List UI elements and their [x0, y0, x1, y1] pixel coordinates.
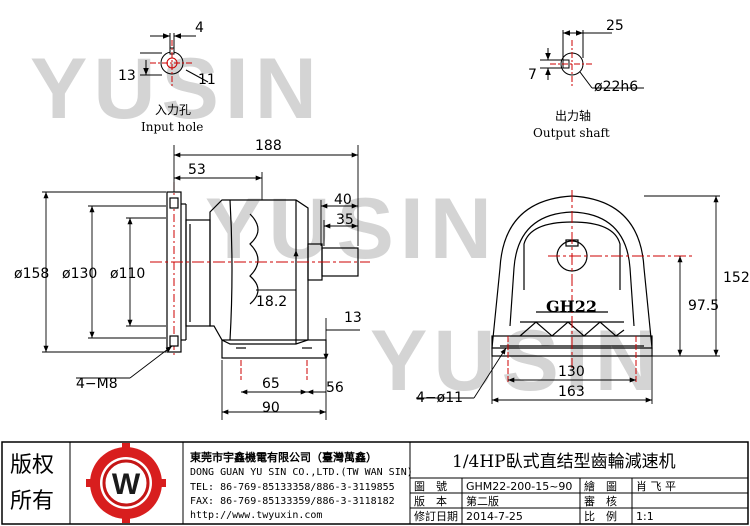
output-shaft-detail: [540, 30, 644, 89]
dim-dia-158: ø158: [14, 266, 49, 282]
row3-val2: 1:1: [636, 510, 654, 523]
row3-val1: 2014-7-25: [466, 510, 523, 523]
dim-13: 13: [344, 310, 362, 326]
dim-height-152: 152: [723, 270, 750, 286]
output-shaft-dim-left: 7: [528, 67, 537, 83]
watermark-top: YUSIN: [30, 41, 323, 137]
front-view-dimensions: [416, 195, 720, 404]
output-shaft-dim-dia: ø22h6: [594, 79, 638, 95]
company-tel: TEL: 86-769-85133358/886-3-3119855: [190, 482, 395, 493]
row3-key1: 修訂日期: [414, 509, 458, 523]
row2-val1: 第二版: [466, 494, 499, 508]
dim-dia-130: ø130: [62, 266, 97, 282]
input-hole-dim-left: 13: [118, 68, 136, 84]
company-web: http://www.twyuxin.com: [190, 510, 322, 521]
hole-note: 4−ø11: [416, 390, 463, 406]
watermark-middle: YUSIN: [205, 181, 498, 277]
row3-key2: 比 例: [584, 509, 617, 523]
dim-56: 56: [326, 380, 344, 396]
dim-shaft-40: 40: [334, 192, 352, 208]
output-shaft-label-cn: 出力轴: [555, 108, 591, 123]
row1-val2: 肖 飞 平: [636, 479, 676, 493]
input-hole-dim-right: 11: [198, 72, 216, 88]
company-cn: 東莞市宇鑫機電有限公司（臺灣萬鑫）: [190, 450, 377, 464]
row2-key2: 審 核: [584, 494, 617, 508]
dim-flange-to-center: 53: [188, 162, 206, 178]
drawing-title: 1/4HP臥式直结型齒輪減速机: [452, 452, 676, 472]
dim-overall-length: 188: [255, 138, 282, 154]
dim-width-130: 130: [558, 364, 585, 380]
company-logo: W: [86, 443, 166, 523]
logo-letter: W: [112, 468, 141, 501]
input-hole-dim-top: 4: [195, 20, 204, 36]
row1-val1: GHM22-200-15~90: [466, 480, 572, 493]
output-shaft-label-en: Output shaft: [533, 126, 610, 140]
dim-height-97-5: 97.5: [688, 298, 719, 314]
dim-width-163: 163: [558, 384, 585, 400]
input-hole-label-cn: 入力孔: [155, 103, 191, 117]
row1-key2: 繪 圖: [584, 479, 617, 493]
watermark-bottom: YUSIN: [370, 313, 663, 409]
row1-key1: 圖 號: [414, 480, 447, 493]
input-hole-detail: [140, 33, 209, 86]
rights-text-line1: 版权: [10, 453, 54, 478]
company-fax: FAX: 86-769-85133359/886-3-3118182: [190, 496, 395, 507]
front-view: [491, 190, 694, 384]
dim-18-2: 18.2: [256, 294, 287, 310]
dim-65: 65: [262, 376, 280, 392]
input-hole-label-en: Input hole: [141, 120, 203, 134]
side-view-dimensions: [42, 145, 360, 420]
company-en: DONG GUAN YU SIN CO.,LTD.(TW WAN SIN): [190, 467, 413, 478]
watermark-group: YUSIN YUSIN YUSIN: [30, 41, 663, 409]
title-block: [1, 441, 749, 525]
row2-key1: 版 本: [414, 494, 447, 508]
model-mark: GH22: [546, 297, 597, 316]
output-shaft-dim-top: 25: [606, 18, 624, 34]
rights-text-line2: 所有: [10, 489, 54, 514]
dim-90: 90: [262, 400, 280, 416]
dim-shaft-35: 35: [336, 212, 354, 228]
bolt-note: 4−M8: [76, 376, 118, 392]
dim-dia-110: ø110: [110, 266, 145, 282]
